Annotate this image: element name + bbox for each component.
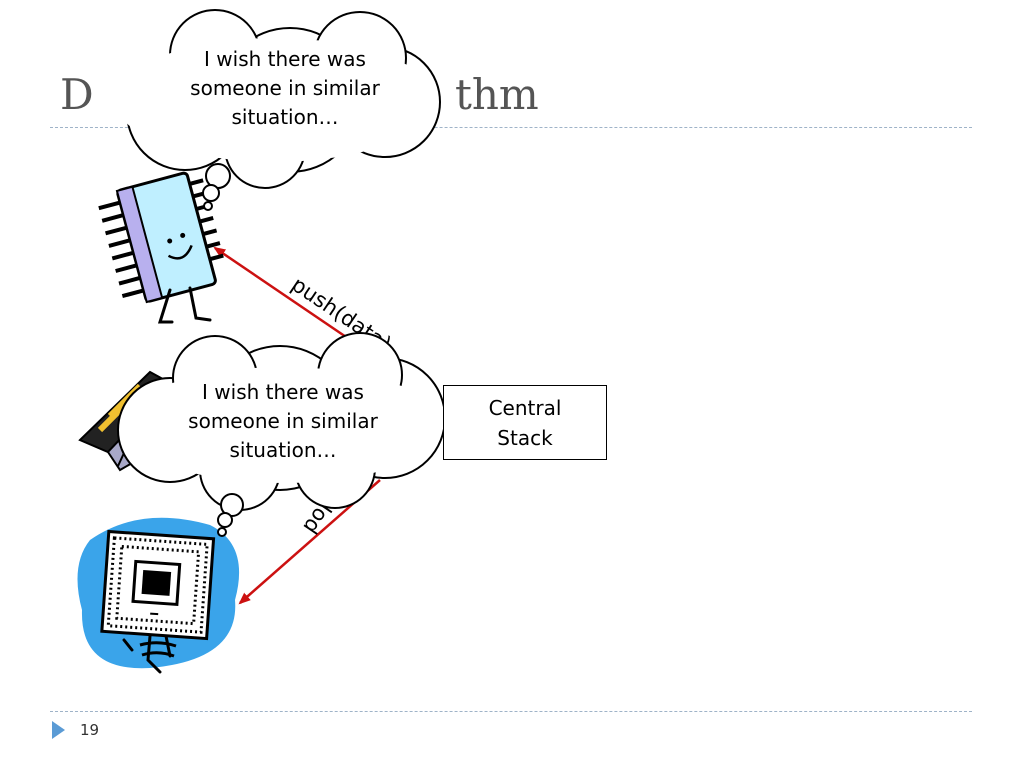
- footer-bullet-icon: [52, 721, 65, 739]
- footer-divider: [50, 711, 972, 712]
- thought-cloud-middle: [117, 332, 446, 537]
- central-stack-label-line2: Stack: [497, 425, 553, 450]
- thought-cloud-top: [115, 9, 441, 211]
- title-start: D: [60, 70, 94, 119]
- processor-chip-character: [77, 517, 240, 674]
- title-divider: [50, 127, 972, 128]
- title-end: thm: [455, 70, 539, 119]
- memory-chip-character: [98, 171, 224, 324]
- page-number: 19: [80, 721, 100, 739]
- slide-title: D thm: [60, 70, 539, 119]
- central-stack-box: Central Stack: [443, 385, 607, 460]
- thought-text-middle: I wish there was someone in similar situ…: [188, 380, 378, 462]
- central-stack-label-line1: Central: [488, 395, 562, 420]
- thought-text-top: I wish there was someone in similar situ…: [190, 47, 380, 129]
